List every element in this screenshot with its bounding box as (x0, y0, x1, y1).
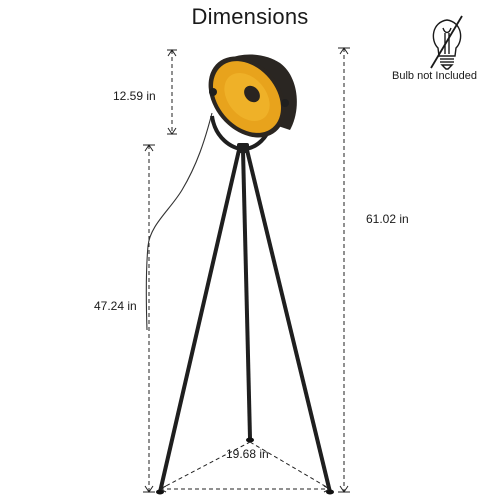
head-height-dimension (167, 49, 177, 135)
total-height-dimension (338, 47, 350, 493)
diagram-title: Dimensions (191, 4, 309, 29)
bulb-note: Bulb not Included (392, 70, 478, 82)
base-width-arrows (158, 485, 332, 493)
tripod-height-dimension (143, 144, 155, 493)
base-width-label: 19.68 in (226, 447, 269, 461)
tripod-icon (156, 143, 334, 495)
tripod-height-label: 47.24 in (94, 299, 137, 313)
power-cord (145, 112, 213, 331)
head-height-label: 12.59 in (113, 89, 156, 103)
bulb-crossed-icon (430, 15, 463, 70)
total-height-label: 61.02 in (366, 212, 409, 226)
lamp-head-icon (208, 54, 297, 152)
base-width-dimension (159, 441, 331, 490)
